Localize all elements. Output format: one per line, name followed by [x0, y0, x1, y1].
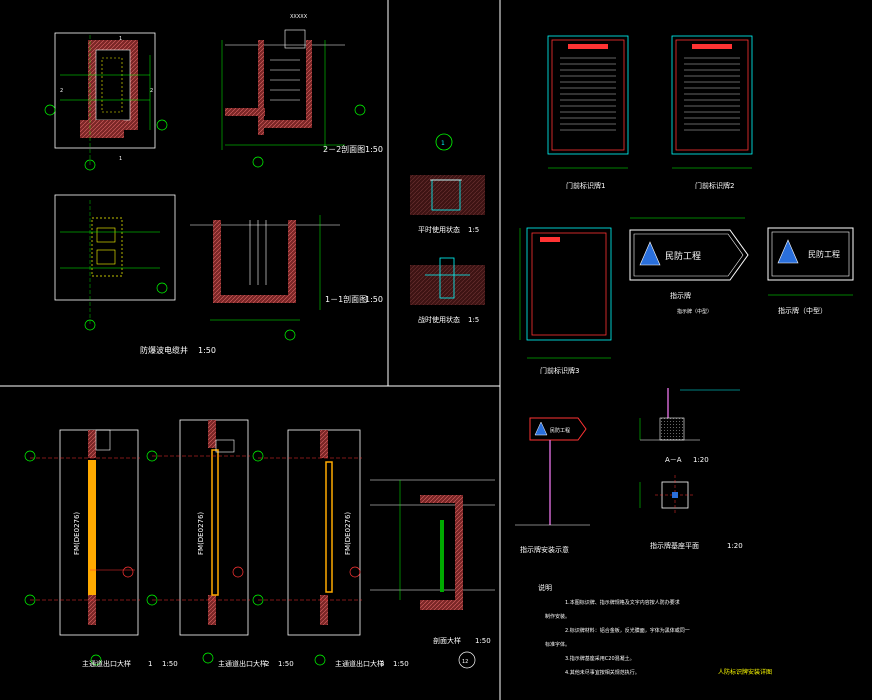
war-state-title: 战时使用状态 [418, 315, 460, 324]
detail-2-scale: 1:50 [278, 660, 294, 668]
rect-sign-label: 指示牌（中型） [778, 306, 827, 315]
door-details: FM(DE0276) 主通道出口大样 1 1:50 FM(DE0276) 主通道… [24, 419, 495, 669]
drawing-stamp: 人防标识牌安装详图 [718, 668, 772, 676]
aa-section: A－A 1:20 [639, 388, 740, 464]
aa-title: A－A [665, 456, 682, 464]
detail-1-num: 1 [148, 660, 152, 668]
notes-line-1b: 制作安装。 [545, 613, 570, 620]
post-sign-text: 民防工程 [550, 427, 570, 434]
arrow-sign-label: 指示牌 [670, 291, 691, 300]
marker-2: 12 [462, 659, 468, 665]
section-big-scale: 1:50 [475, 637, 491, 645]
aa-scale: 1:20 [693, 456, 709, 464]
section-2-2-scale: 1:50 [365, 145, 383, 154]
notes-title: 说明 [538, 583, 552, 592]
detail-3-num: 3 [380, 660, 384, 668]
door-3-label: FM(DE0276) [344, 512, 352, 555]
door-2-label: FM(DE0276) [197, 512, 205, 555]
foundation-title: 指示牌基座平面 [650, 541, 699, 550]
svg-text:1: 1 [119, 36, 122, 42]
notes-line-4: 4.其他未尽事宜按相关规范执行。 [565, 669, 640, 676]
marker-1: 1 [441, 140, 445, 147]
notes-line-2b: 标准字体。 [545, 641, 570, 648]
detail-3-scale: 1:50 [393, 660, 409, 668]
svg-text:XXXXX: XXXXX [290, 14, 308, 20]
door-1-label: FM(DE0276) [73, 512, 81, 555]
plan-view-top: 1 1 2 2 [44, 32, 168, 171]
arrow-sign-sub: 指示牌（中型） [677, 308, 712, 315]
foundation-plan: 指示牌基座平面 1:20 [639, 475, 743, 550]
rect-sign-text: 民防工程 [808, 249, 840, 259]
post-sign: 民防工程 指示牌安装示意 [515, 417, 590, 554]
peace-state-title: 平时使用状态 [418, 225, 460, 234]
foundation-scale: 1:20 [727, 542, 743, 550]
section-1-1-title: 1－1剖面图 [325, 294, 367, 304]
sign-3-title: 门前标识牌3 [540, 366, 579, 375]
peace-war-details: 1 平时使用状态 1:5 战时使用状态 1:5 [410, 133, 485, 324]
svg-text:1: 1 [119, 156, 122, 162]
section-1-1: 1－1剖面图 1:50 [190, 215, 383, 341]
arrow-sign: 民防工程 指示牌 指示牌（中型） [629, 217, 749, 315]
post-install-title: 指示牌安装示意 [520, 545, 569, 554]
rect-sign: 民防工程 指示牌（中型） [767, 227, 854, 315]
plan-scale: 1:50 [198, 346, 216, 355]
detail-1-title: 主通道出口大样 [82, 659, 131, 668]
sign-1-title: 门前标识牌1 [566, 181, 605, 190]
svg-text:2: 2 [60, 88, 63, 94]
plan-title: 防爆波电缆井 [140, 345, 188, 355]
detail-3-title: 主通道出口大样 [335, 659, 384, 668]
section-big-title: 剖面大样 [433, 636, 461, 645]
detail-1-scale: 1:50 [162, 660, 178, 668]
war-state-scale: 1:5 [468, 316, 479, 324]
detail-2-title: 主通道出口大样 [218, 659, 267, 668]
sheet-dividers [0, 0, 501, 700]
arrow-sign-text: 民防工程 [665, 250, 701, 262]
peace-state-scale: 1:5 [468, 226, 479, 234]
section-2-2-title: 2－2剖面图 [323, 144, 365, 154]
notes-line-3: 3.指示牌基座采用C20混凝土。 [565, 655, 635, 662]
sign-panels: 门前标识牌1 门前标识牌2 门前标识牌3 [519, 35, 753, 375]
section-2-2: 2－2剖面图 1:50 XXXXX [221, 14, 383, 168]
detail-2-num: 2 [265, 660, 269, 668]
sign-2-title: 门前标识牌2 [695, 181, 734, 190]
section-1-1-scale: 1:50 [365, 295, 383, 304]
svg-text:2: 2 [150, 88, 153, 94]
notes-line-2: 2.标识牌材料：铝合金板，反光膜面，字体为黑体或同一 [565, 627, 690, 634]
plan-view-bottom: 防爆波电缆井 1:50 [54, 194, 216, 355]
notes: 说明 1.本图标识牌、指示牌规格及文字内容按人防办要求 制作安装。 2.标识牌材… [538, 583, 772, 676]
notes-line-1: 1.本图标识牌、指示牌规格及文字内容按人防办要求 [565, 599, 680, 606]
